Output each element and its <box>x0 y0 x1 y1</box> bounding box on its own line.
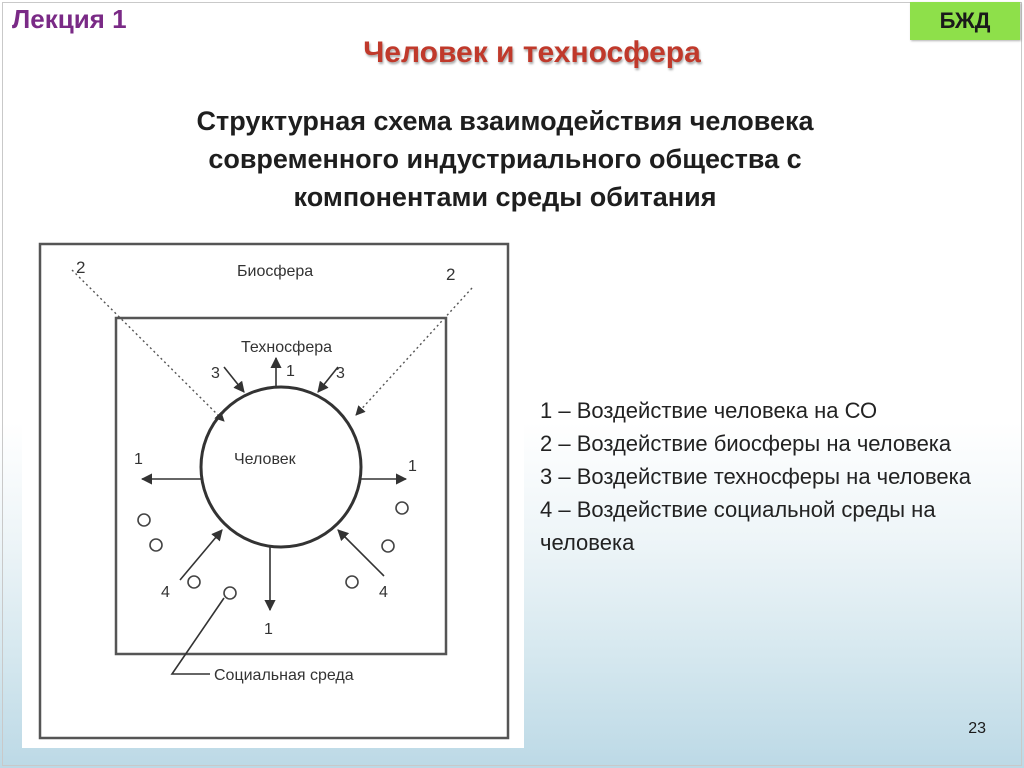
arrow-social-right <box>337 529 385 577</box>
arrow-biosphere-left <box>71 269 225 422</box>
human-circle <box>199 385 363 549</box>
label-4-right: 4 <box>379 584 388 601</box>
subtitle-line: современного индустриального общества с <box>208 144 802 174</box>
legend-item-3: 3 – Воздействие техносферы на человека <box>540 464 971 489</box>
social-env-circles <box>137 501 409 600</box>
subtitle-line: компонентами среды обитания <box>293 182 717 212</box>
technosphere-box <box>114 316 448 656</box>
legend-item-2: 2 – Воздействие биосферы на человека <box>540 431 952 456</box>
label-3-left: 3 <box>211 365 220 382</box>
slide-title: Человек и техносфера <box>363 36 701 69</box>
label-3-right: 3 <box>336 365 345 382</box>
biosphere-box <box>38 242 510 740</box>
social-env-label: Социальная среда <box>214 667 354 684</box>
social-env-pointer <box>170 597 225 675</box>
label-4-left: 4 <box>161 584 170 601</box>
label-2-left: 2 <box>76 258 85 277</box>
label-1-left: 1 <box>134 451 143 468</box>
lecture-label: Лекция 1 <box>12 4 127 34</box>
label-1-up: 1 <box>286 363 295 380</box>
arrow-social-left <box>179 529 223 581</box>
arrow-biosphere-right <box>355 287 473 416</box>
biosphere-label: Биосфера <box>237 263 313 280</box>
diagram-svg: Биосфера Техносфера Человек Социальная с… <box>38 242 510 740</box>
legend-item-4: 4 – Воздействие социальной среды на чело… <box>540 497 936 555</box>
slide-subtitle: Структурная схема взаимодействия человек… <box>100 102 910 216</box>
course-badge: БЖД <box>910 2 1020 40</box>
arrow-technosphere-left <box>223 366 245 393</box>
label-1-down: 1 <box>264 621 273 638</box>
legend: 1 – Воздействие человека на СО 2 – Возде… <box>540 394 1010 559</box>
human-label: Человек <box>234 451 297 468</box>
legend-item-1: 1 – Воздействие человека на СО <box>540 398 878 423</box>
page-number: 23 <box>968 720 986 737</box>
label-1-right: 1 <box>408 458 417 475</box>
technosphere-label: Техносфера <box>241 339 332 356</box>
arrow-technosphere-right <box>317 366 339 393</box>
subtitle-line: Структурная схема взаимодействия человек… <box>196 106 814 136</box>
label-2-right: 2 <box>446 265 455 284</box>
interaction-diagram: Биосфера Техносфера Человек Социальная с… <box>22 240 524 748</box>
